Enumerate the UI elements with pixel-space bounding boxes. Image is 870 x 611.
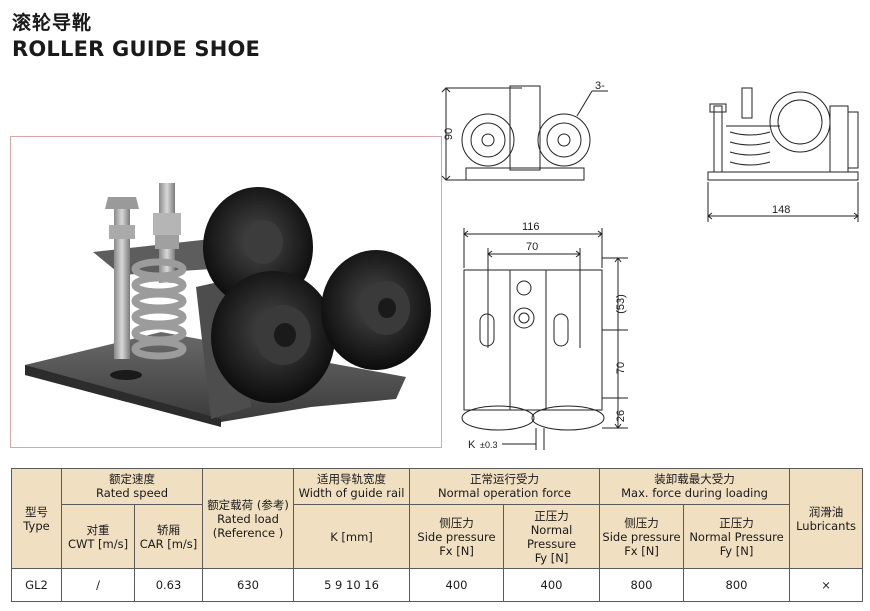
cell-load: 630 [202, 568, 295, 602]
product-photo [10, 136, 442, 448]
dim-height-26: 26 [615, 410, 627, 422]
front-view-drawing: 90 3- Ø58 [441, 80, 608, 181]
cell-fy-loading: 800 [683, 568, 791, 602]
top-view-drawing: 116 70 (53) 70 26 K ±0.3 [461, 221, 628, 451]
cell-cwt: / [61, 568, 135, 602]
header-rated-load: 额定载荷 (参考)Rated load(Reference ) [202, 467, 295, 570]
dim-k-tolerance: ±0.3 [480, 440, 497, 450]
dim-height-90: 90 [443, 128, 455, 140]
cell-lubricants: × [789, 568, 864, 602]
cell-fx-normal: 400 [409, 568, 505, 602]
cell-fy-normal: 400 [503, 568, 601, 602]
dim-width-70: 70 [526, 241, 538, 253]
dim-roller-diameter: 3- Ø58 [595, 80, 608, 92]
dim-k-label: K [468, 439, 476, 451]
dim-width-116: 116 [522, 221, 540, 233]
cell-rail: 5 9 10 16 [293, 568, 411, 602]
cell-car: 0.63 [133, 568, 204, 602]
roller-guide-shoe-illustration [25, 183, 431, 427]
cell-fx-loading: 800 [599, 568, 685, 602]
dim-depth-148: 148 [772, 204, 790, 216]
header-rail-unit: K [mm] [293, 503, 411, 570]
side-view-drawing: 148 [707, 87, 859, 222]
title-english: ROLLER GUIDE SHOE [12, 37, 261, 61]
dim-slot-53: (53) [615, 294, 627, 314]
table-row: GL2 / 0.63 630 5 9 10 16 400 400 800 800… [11, 568, 864, 602]
cell-type: GL2 [11, 568, 62, 602]
title-chinese: 滚轮导靴 [12, 12, 93, 34]
dim-height-70: 70 [615, 362, 627, 374]
